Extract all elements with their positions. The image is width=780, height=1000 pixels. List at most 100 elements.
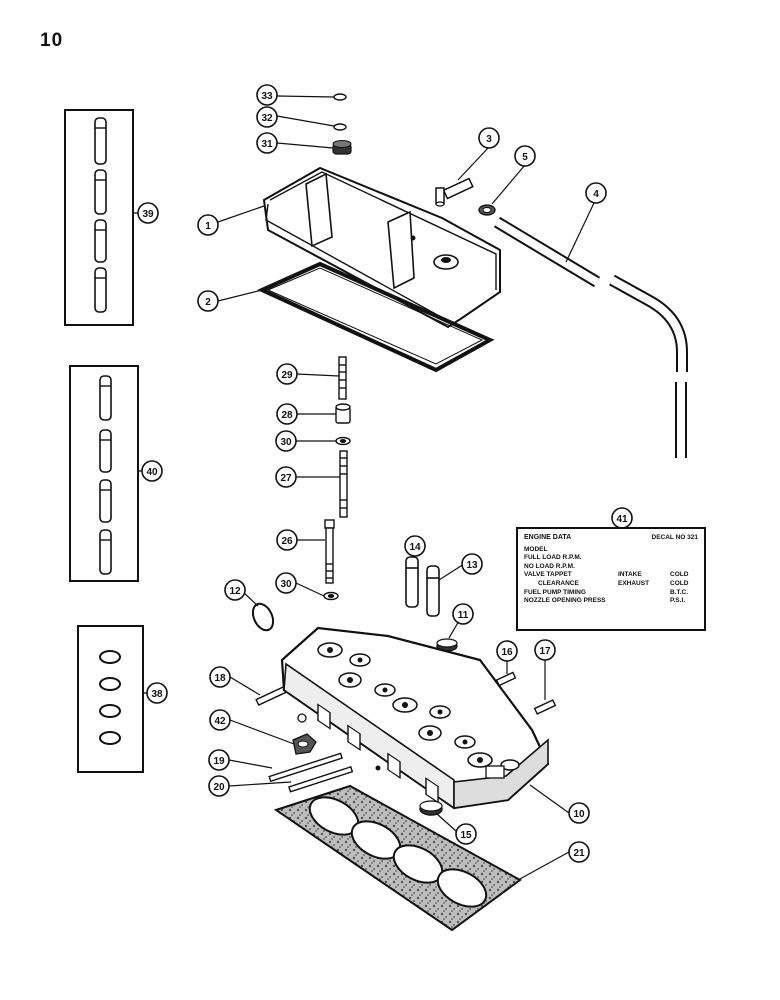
svg-text:1: 1 <box>205 221 211 232</box>
svg-text:18: 18 <box>214 673 226 684</box>
decal-row-val: P.S.I. <box>670 597 686 605</box>
svg-text:4: 4 <box>593 189 599 200</box>
head-gasket <box>273 784 522 932</box>
callout-11: 11 <box>452 603 474 625</box>
svg-text:29: 29 <box>281 370 293 381</box>
callout-29: 29 <box>276 363 298 385</box>
callout-3: 3 <box>478 127 500 149</box>
callout-42: 42 <box>209 709 231 731</box>
decal-row-label: CLEARANCE <box>538 579 579 587</box>
decal-row-mid: EXHAUST <box>618 579 650 587</box>
cylinder-head <box>280 626 550 810</box>
decal-row-val: COLD <box>670 571 689 579</box>
svg-text:11: 11 <box>458 610 469 621</box>
callout-12: 12 <box>224 579 246 601</box>
callout-15: 15 <box>455 823 477 845</box>
callout-16: 16 <box>496 640 518 662</box>
decal-row-val: COLD <box>670 579 689 587</box>
decal-row-mid <box>618 589 670 598</box>
svg-text:26: 26 <box>281 536 293 547</box>
decal-row-mid <box>618 554 670 563</box>
svg-text:32: 32 <box>261 113 273 124</box>
callout-20: 20 <box>208 775 230 797</box>
head-studs <box>255 671 557 793</box>
callout-32: 32 <box>256 106 278 128</box>
decal-row: CLEARANCE EXHAUST COLD <box>524 580 698 589</box>
svg-text:5: 5 <box>522 152 528 163</box>
svg-text:30: 30 <box>280 579 292 590</box>
svg-text:12: 12 <box>229 586 241 597</box>
decal-row-val: B.T.C. <box>670 588 689 596</box>
valve-guide-kit-39 <box>64 109 139 326</box>
decal-row: NO LOAD R.P.M. <box>524 563 698 572</box>
svg-text:38: 38 <box>151 689 163 700</box>
svg-text:14: 14 <box>409 542 421 553</box>
svg-text:40: 40 <box>146 467 158 478</box>
rocker-cover-gasket <box>257 261 495 373</box>
callout-21: 21 <box>568 841 590 863</box>
svg-text:17: 17 <box>539 646 551 657</box>
svg-text:31: 31 <box>261 139 273 150</box>
svg-text:3: 3 <box>486 134 492 145</box>
leader-lines <box>217 95 623 881</box>
decal-row-val <box>670 546 698 555</box>
callout-18: 18 <box>209 666 231 688</box>
decal-number: DECAL NO 321 <box>651 534 698 541</box>
callouts: 33 32 31 1 2 3 5 4 39 29 28 30 27 40 26 … <box>137 84 633 863</box>
decal-row: NOZZLE OPENING PRESS P.S.I. <box>524 597 698 606</box>
callout-31: 31 <box>256 132 278 154</box>
svg-text:13: 13 <box>466 560 478 571</box>
svg-text:33: 33 <box>261 91 273 102</box>
callout-4: 4 <box>585 182 607 204</box>
callout-14: 14 <box>404 535 426 557</box>
decal-row-val <box>670 554 698 563</box>
svg-text:2: 2 <box>205 297 211 308</box>
callout-17: 17 <box>534 639 556 661</box>
hose-clamp <box>478 204 496 216</box>
decal-title: ENGINE DATA <box>524 534 572 541</box>
svg-text:41: 41 <box>616 514 628 525</box>
decal-row-mid <box>618 546 670 555</box>
filler-cap-parts <box>332 93 352 155</box>
callout-39: 39 <box>137 202 159 224</box>
decal-row-mid: INTAKE <box>618 571 642 579</box>
svg-text:21: 21 <box>573 848 585 859</box>
decal-row-val <box>670 563 698 572</box>
rocker-stud-parts <box>323 356 351 601</box>
breather-tee <box>435 177 474 207</box>
callout-5: 5 <box>514 145 536 167</box>
callout-13: 13 <box>461 553 483 575</box>
callout-27: 27 <box>275 466 297 488</box>
callout-38: 38 <box>146 682 168 704</box>
valve-seat-insert-lower <box>419 800 443 816</box>
page-number: 10 <box>40 30 64 51</box>
expansion-plug <box>292 733 317 755</box>
valve-guide-kit-40 <box>69 365 144 582</box>
decal-row-label: FULL LOAD R.P.M. <box>524 554 582 562</box>
rocker-cover <box>262 166 501 329</box>
svg-text:16: 16 <box>501 647 513 658</box>
decal-row-label: NOZZLE OPENING PRESS <box>524 597 606 605</box>
callout-40: 40 <box>141 460 163 482</box>
svg-text:39: 39 <box>142 209 154 220</box>
svg-text:19: 19 <box>213 756 225 767</box>
callout-19: 19 <box>208 749 230 771</box>
callout-33: 33 <box>256 84 278 106</box>
decal-row-mid <box>618 563 670 572</box>
callout-1: 1 <box>197 214 219 236</box>
decal-row: MODEL <box>524 546 698 555</box>
decal-row-label: MODEL <box>524 545 548 553</box>
callout-41: 41 <box>611 507 633 529</box>
valve-seal-kit-38 <box>77 625 149 773</box>
valve-guides <box>405 556 440 617</box>
decal-row: FULL LOAD R.P.M. <box>524 554 698 563</box>
callout-26: 26 <box>276 529 298 551</box>
o-ring <box>251 602 275 632</box>
callout-30-upper: 30 <box>275 430 297 452</box>
callout-30-lower: 30 <box>275 572 297 594</box>
